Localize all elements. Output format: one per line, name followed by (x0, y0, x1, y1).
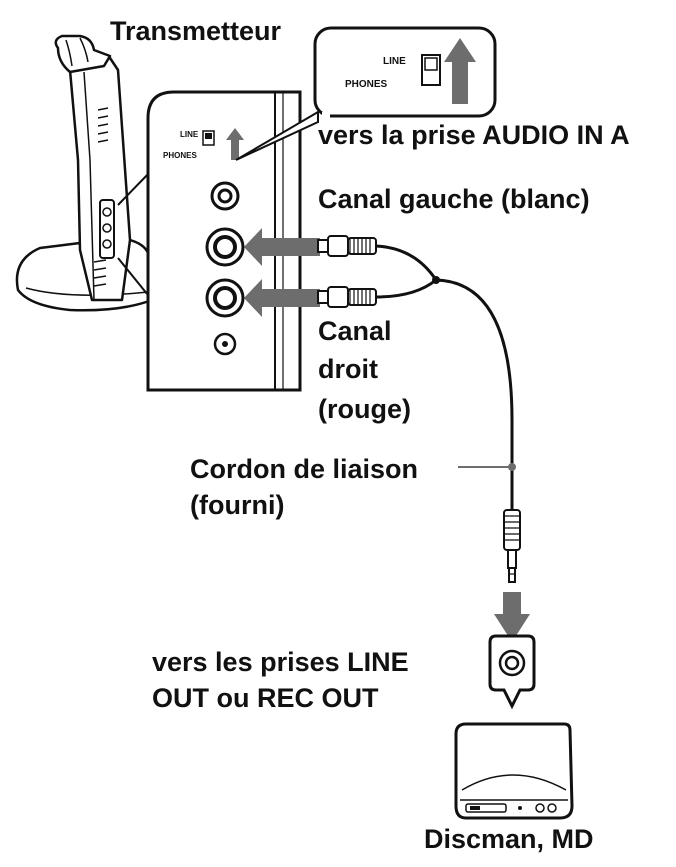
down-arrow-icon (494, 592, 530, 642)
line-out-label-line2: OUT ou REC OUT (152, 683, 379, 713)
switch-phones-label: PHONES (345, 79, 388, 90)
line-out-label-line1: vers les prises LINE (152, 647, 409, 677)
audio-in-label: vers la prise AUDIO IN A (318, 120, 630, 150)
panel-phones-label: PHONES (163, 151, 197, 160)
rca-plug-red (317, 286, 377, 308)
right-channel-label-line3: (rouge) (318, 394, 411, 424)
transmitter-stand (15, 34, 154, 312)
callout-lines (117, 169, 153, 301)
rca-plug-white (317, 235, 377, 257)
mini-plug (503, 509, 521, 583)
cord-label-line2: (fourni) (190, 490, 285, 520)
cord-label-line1: Cordon de liaison (190, 454, 419, 484)
arrow-left-channel-icon (244, 228, 320, 266)
discman-device (454, 722, 574, 820)
switch-line-label: LINE (383, 56, 406, 67)
connecting-cord (375, 244, 514, 510)
right-channel-label-line1: Canal (318, 316, 392, 346)
left-channel-label: Canal gauche (blanc) (318, 184, 590, 214)
jack-right-channel (205, 278, 245, 318)
cable-junction (432, 276, 440, 284)
jack-top (210, 181, 240, 211)
device-label: Discman, MD (424, 824, 594, 854)
panel-line-label: LINE (180, 130, 199, 139)
right-channel-label-line2: droit (318, 354, 378, 384)
up-arrow-icon (444, 38, 476, 104)
transmitter-label: Transmetteur (110, 16, 282, 46)
arrow-right-channel-icon (244, 279, 320, 317)
jack-left-channel (205, 227, 245, 267)
output-jack-callout (488, 634, 536, 710)
small-up-arrow-icon (226, 128, 244, 160)
jack-bottom (213, 332, 237, 356)
switch-callout (235, 26, 497, 161)
